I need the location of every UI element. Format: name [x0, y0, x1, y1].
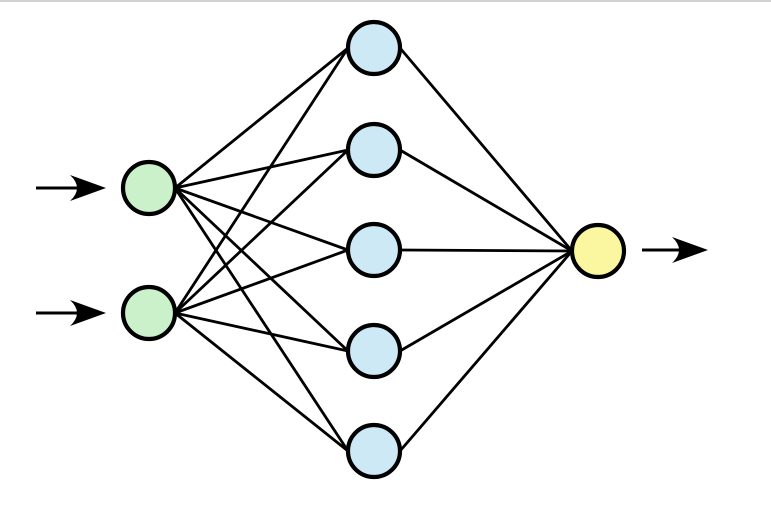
edge-hidden-4-to-output-1 — [398, 249, 574, 353]
input-arrow-1 — [36, 175, 106, 201]
node-hidden-2 — [345, 121, 403, 179]
node-input-1 — [120, 159, 178, 217]
output-arrow — [642, 237, 708, 263]
top-border — [0, 0, 771, 2]
node-hidden-1 — [345, 19, 403, 77]
edge-hidden-5-to-output-1 — [398, 249, 574, 453]
edge-input-1-to-hidden-3 — [173, 186, 350, 252]
node-hidden-5 — [345, 422, 403, 480]
input-arrow-2 — [36, 300, 106, 326]
node-hidden-4 — [345, 322, 403, 380]
edge-input-2-to-hidden-1 — [173, 46, 350, 315]
node-hidden-3 — [345, 221, 403, 279]
edge-input-1-to-hidden-5 — [173, 186, 350, 453]
edge-input-2-to-hidden-3 — [173, 248, 350, 315]
edge-input-2-to-hidden-5 — [173, 311, 350, 453]
node-input-2 — [120, 284, 178, 342]
edge-input-2-to-hidden-2 — [173, 148, 350, 315]
node-output-1 — [569, 222, 627, 280]
edge-hidden-1-to-output-1 — [398, 46, 574, 253]
edge-hidden-3-to-output-1 — [398, 248, 574, 253]
edge-hidden-2-to-output-1 — [398, 148, 574, 253]
edge-input-1-to-hidden-4 — [173, 186, 350, 353]
edge-input-1-to-hidden-1 — [173, 46, 350, 190]
output-arrow-head-icon — [672, 237, 708, 263]
input-arrow-1-head-icon — [70, 175, 106, 201]
edge-input-2-to-hidden-4 — [173, 311, 350, 353]
edge-input-1-to-hidden-2 — [173, 148, 350, 190]
input-arrow-2-head-icon — [70, 300, 106, 326]
